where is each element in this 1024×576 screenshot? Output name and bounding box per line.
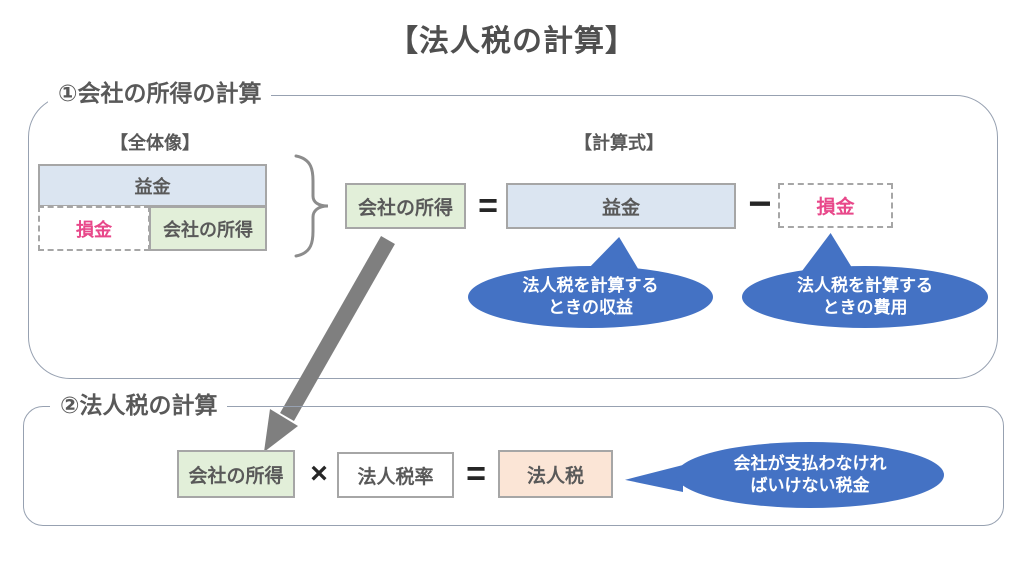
- bubble-tax: 会社が支払わなけれ ばいけない税金: [676, 442, 944, 508]
- bubble-tax-line1: 会社が支払わなけれ: [733, 453, 887, 473]
- overview-ekikin-box: 益金: [38, 164, 267, 207]
- bubble-expense-line1: 法人税を計算する: [797, 275, 933, 295]
- bubble-revenue-line2: ときの収益: [548, 298, 633, 317]
- bubble-tax-line2: ばいけない税金: [750, 476, 870, 495]
- curly-brace-icon: [294, 154, 329, 258]
- tax-shotoku-box: 会社の所得: [177, 450, 295, 498]
- overview-shotoku-box: 会社の所得: [149, 206, 267, 251]
- overview-label: 【全体像】: [110, 133, 200, 153]
- section2-heading: ②法人税の計算: [50, 392, 228, 420]
- overview-shotoku-label: 会社の所得: [163, 219, 253, 240]
- section1-heading: ①会社の所得の計算: [48, 80, 272, 108]
- formula-sonkin-box: 損金: [778, 183, 893, 228]
- formula-ekikin-label: 益金: [601, 197, 640, 219]
- minus-sign: −: [748, 181, 772, 226]
- tax-shotoku-label: 会社の所得: [188, 465, 284, 487]
- bubble-expense-line2: ときの費用: [822, 298, 908, 317]
- tax-rate-box: 法人税率: [337, 452, 454, 498]
- section1-frame: [28, 95, 998, 379]
- page-title: 【法人税の計算】: [388, 25, 636, 58]
- section2-frame: [23, 406, 1004, 526]
- overview-sonkin-label: 損金: [76, 219, 112, 240]
- equals-sign-1: =: [478, 186, 498, 225]
- formula-label: 【計算式】: [574, 133, 664, 153]
- formula-shotoku-label: 会社の所得: [357, 197, 453, 219]
- down-left-arrow-icon: [264, 236, 395, 452]
- overview-sonkin-box: 損金: [38, 206, 150, 251]
- bubble-revenue-line1: 法人税を計算する: [522, 275, 659, 295]
- times-sign: ×: [310, 457, 328, 490]
- tax-rate-label: 法人税率: [357, 466, 434, 488]
- bubble-revenue: 法人税を計算する ときの収益: [468, 266, 713, 328]
- formula-ekikin-box: 益金: [506, 183, 736, 229]
- bubble-expense: 法人税を計算する ときの費用: [742, 266, 988, 328]
- formula-shotoku-box: 会社の所得: [345, 183, 466, 229]
- tax-result-label: 法人税: [526, 465, 584, 487]
- equals-sign-2: =: [466, 454, 486, 493]
- formula-sonkin-label: 損金: [816, 197, 855, 218]
- overview-ekikin-label: 益金: [134, 176, 171, 197]
- tax-result-box: 法人税: [498, 450, 613, 498]
